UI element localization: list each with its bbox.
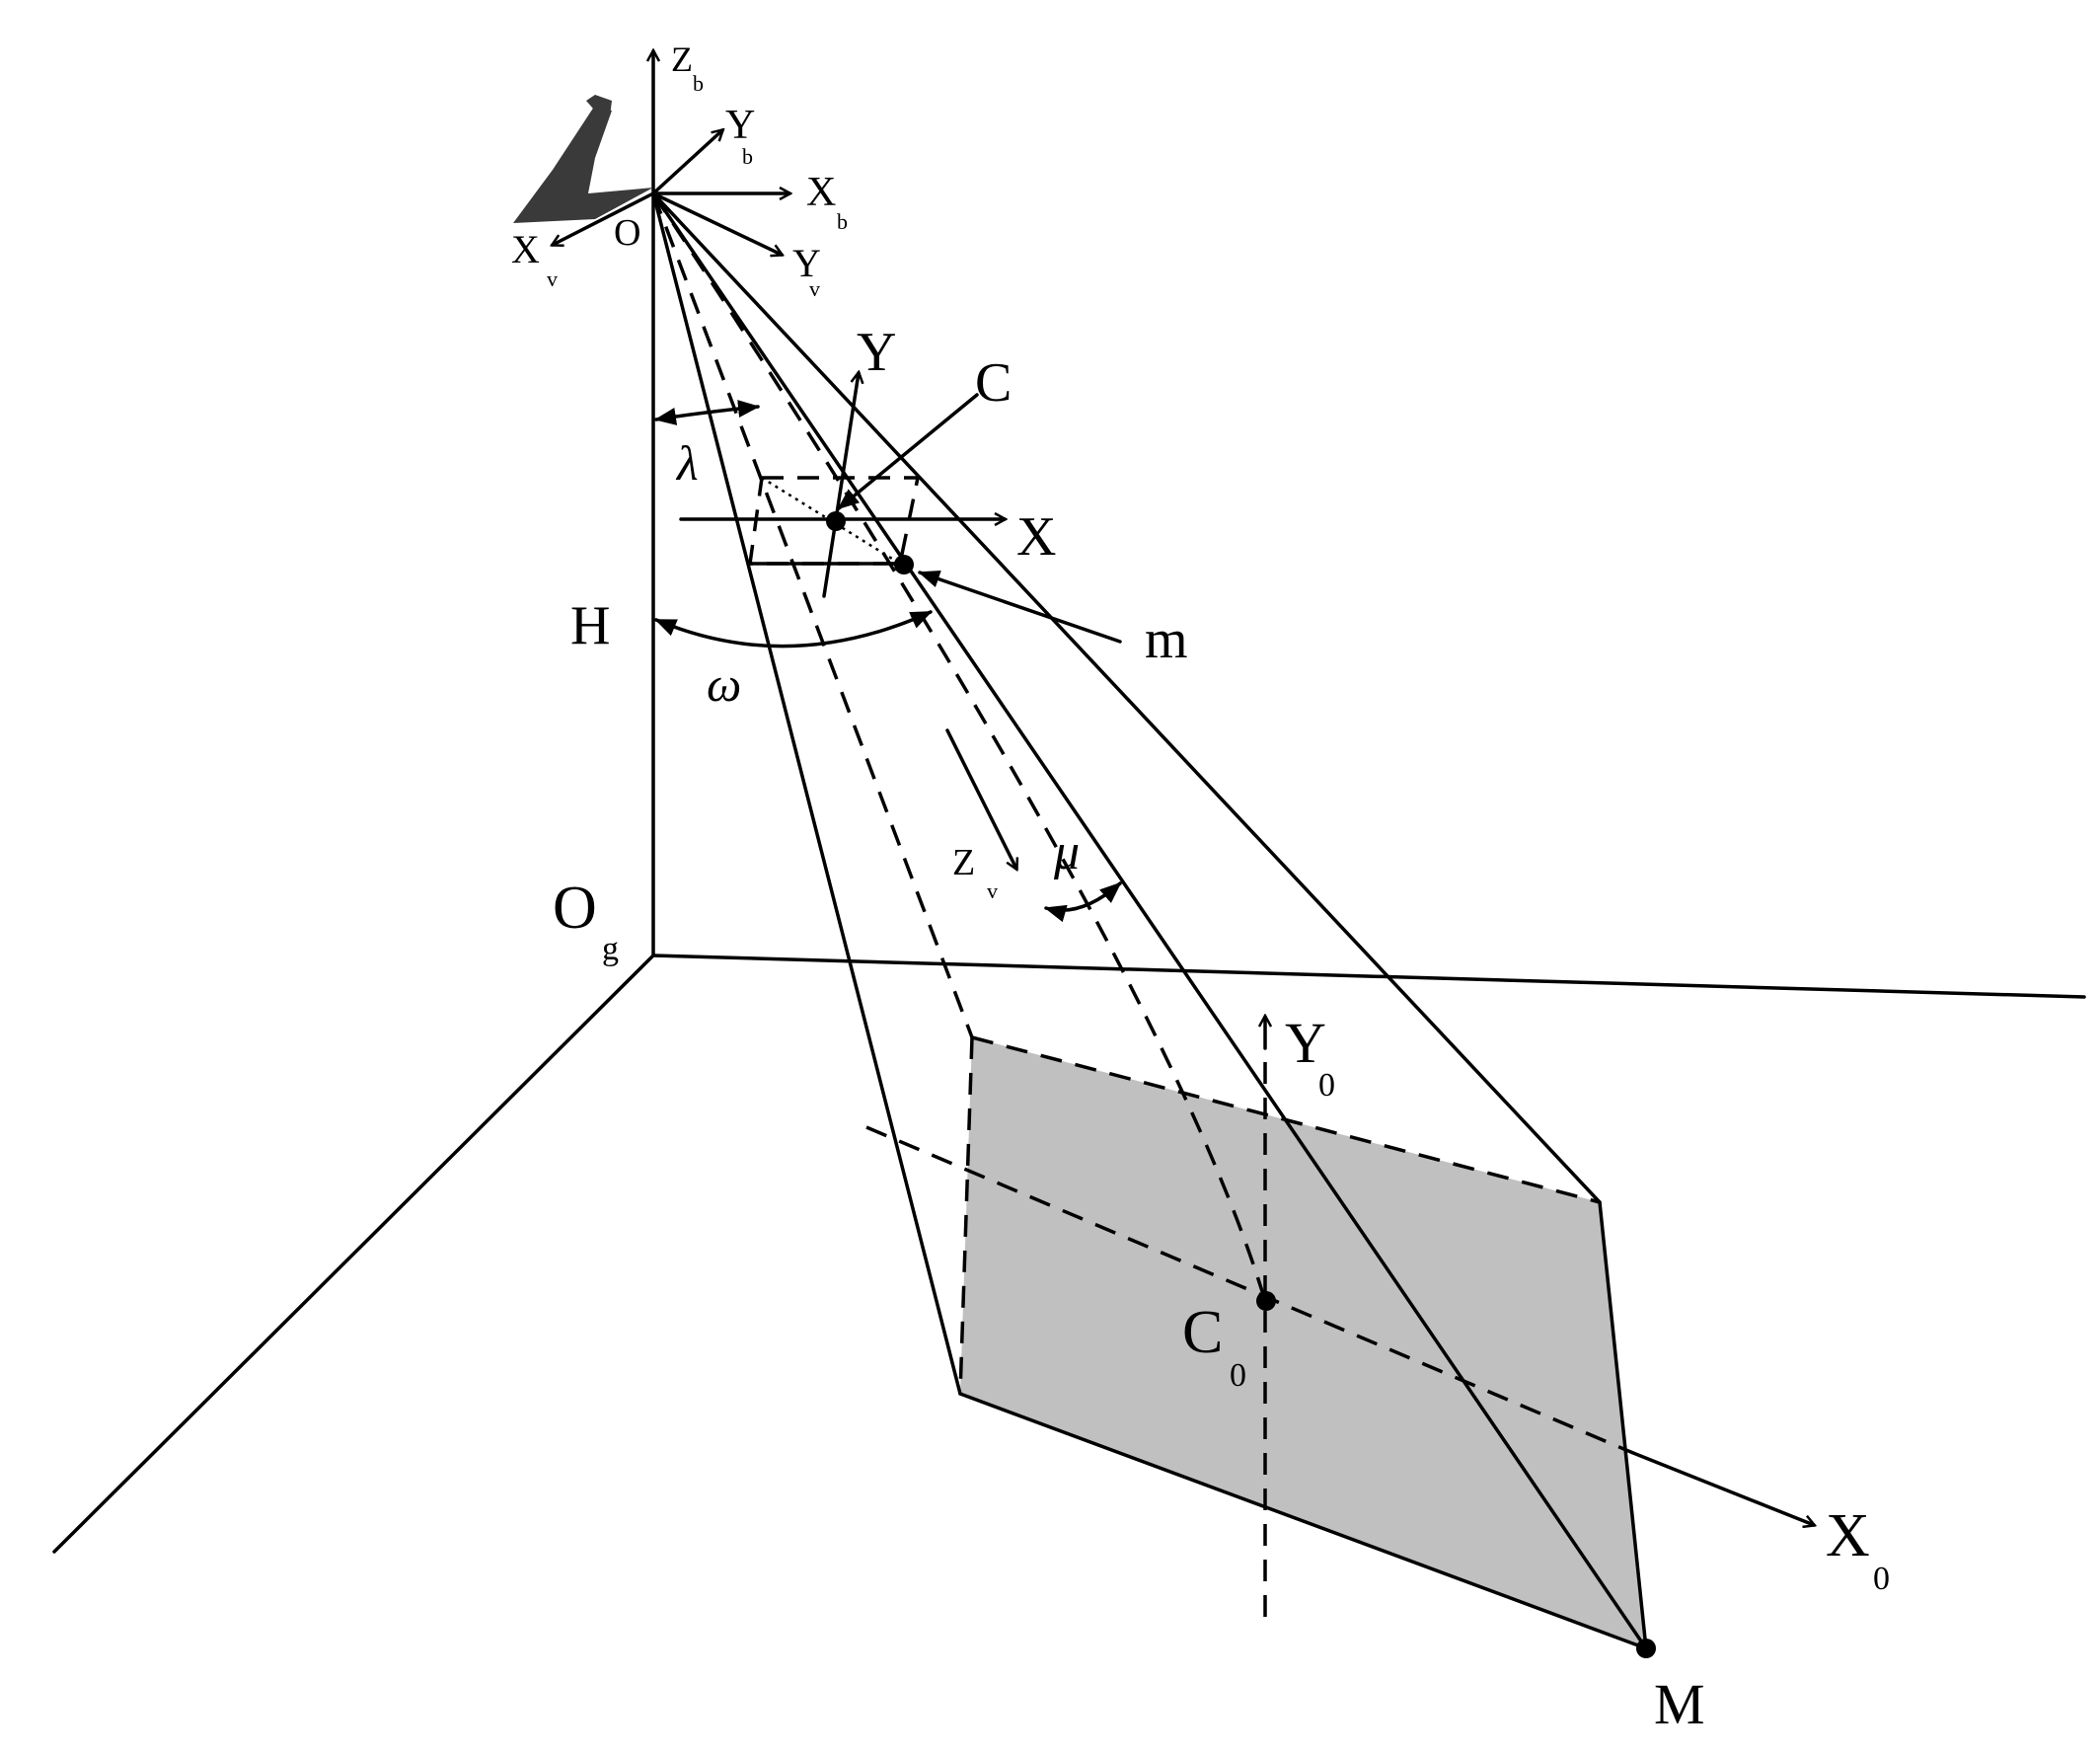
xv-axis: [553, 191, 655, 245]
footprint-edge-left: [958, 1036, 974, 1395]
label-M: M: [1654, 1672, 1705, 1736]
label-zv-main: Z: [952, 842, 975, 883]
point-c0: [1256, 1291, 1276, 1311]
label-yv-sub: v: [809, 276, 820, 301]
lambda-angle-arc: [654, 400, 760, 425]
footprint-edge-right: [1598, 1200, 1648, 1650]
omega-angle-arc: [654, 610, 933, 649]
mu-angle-arc: [1044, 881, 1122, 923]
zv-axis: [945, 728, 1016, 869]
ground-footprint: [960, 1037, 1646, 1648]
label-zb-sub: b: [693, 71, 704, 96]
label-og-main: O: [553, 875, 597, 942]
ground-axis-right: [651, 954, 2086, 999]
label-c0-main: C: [1182, 1299, 1223, 1366]
label-x: X: [1016, 506, 1056, 568]
ray-optical-axis: [651, 192, 1267, 1302]
ray-left-edge: [651, 191, 962, 1396]
label-y0-main: Y: [1285, 1011, 1326, 1075]
label-m: m: [1145, 609, 1188, 670]
point-c: [826, 511, 846, 531]
label-zb-main: Z: [671, 39, 693, 79]
label-mu: μ: [1053, 824, 1080, 880]
label-xv-sub: v: [547, 267, 558, 291]
c-leader-line: [837, 393, 979, 510]
x0-axis-dashed: [865, 1125, 1634, 1455]
label-y: Y: [857, 322, 896, 383]
uav-silhouette-icon: [513, 95, 653, 223]
label-c: C: [975, 352, 1012, 414]
label-yv-main: Y: [792, 241, 821, 285]
label-og-sub: g: [602, 931, 619, 967]
label-o: O: [614, 212, 640, 254]
label-y0-sub: 0: [1318, 1067, 1335, 1104]
label-xb-main: X: [806, 170, 836, 215]
label-yb-sub: b: [742, 144, 753, 169]
point-M: [1636, 1639, 1656, 1658]
camera-y-axis: [822, 373, 859, 598]
point-m: [894, 555, 914, 574]
label-x0-sub: 0: [1873, 1561, 1890, 1597]
ground-axis-left: [52, 954, 655, 1554]
yv-axis: [651, 191, 782, 255]
yb-axis: [651, 130, 722, 195]
ray-to-M: [651, 191, 1648, 1650]
footprint-edge-bottom: [958, 1392, 1648, 1650]
ray-right-edge: [651, 191, 1602, 1204]
label-yb-main: Y: [725, 103, 755, 148]
label-xv-main: X: [511, 227, 540, 271]
label-xb-sub: b: [837, 209, 848, 234]
ray-to-footprint-corner: [651, 192, 974, 1038]
label-c0-sub: 0: [1230, 1357, 1246, 1394]
label-h: H: [570, 595, 610, 656]
x0-axis-solid: [1631, 1451, 1814, 1525]
m-leader-line: [918, 571, 1122, 644]
label-zv-sub: v: [987, 878, 998, 903]
label-x0-main: X: [1826, 1502, 1870, 1569]
label-omega: ω: [707, 656, 741, 712]
label-lambda: λ: [675, 435, 699, 491]
